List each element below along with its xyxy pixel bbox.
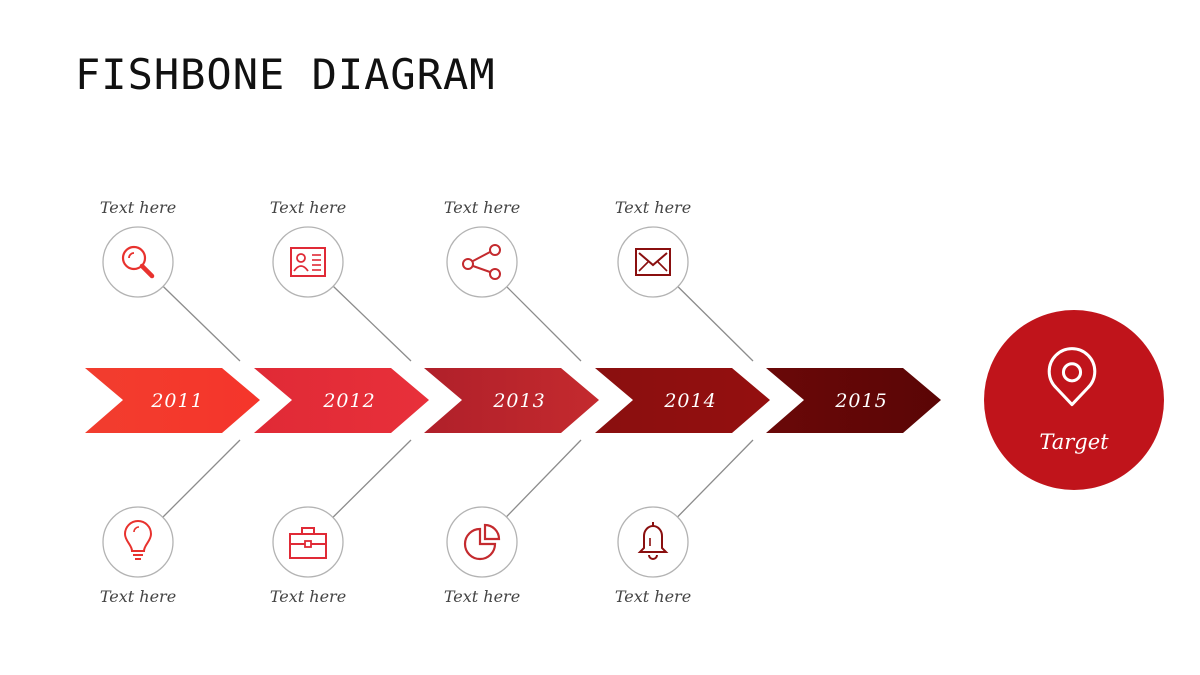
mail-icon [635,248,671,276]
fishbone-connector [677,439,754,518]
top-node-2: Text here [270,198,346,298]
node-caption: Text here [270,198,346,217]
timeline-year-label: 2013 [492,390,545,412]
node-caption: Text here [615,587,691,606]
top-node-1: Text here [100,198,176,298]
timeline-segment-2013 [424,368,599,433]
node-caption: Text here [444,198,520,217]
node-caption: Text here [615,198,691,217]
timeline-year-label: 2011 [150,390,203,412]
bottom-node-4: Text here [615,506,691,606]
timeline-year-label: 2015 [834,390,887,412]
bell-icon [637,522,669,560]
target-label: Target [1039,430,1109,454]
timeline-segment-2012 [254,368,429,433]
fishbone-connector [677,286,754,362]
search-icon [121,245,155,279]
node-caption: Text here [100,587,176,606]
bottom-node-1: Text here [100,506,176,606]
pie-chart-icon [463,523,501,561]
target-circle [984,310,1164,490]
target-node: Target [984,310,1164,490]
bottom-node-3: Text here [444,506,520,606]
top-node-4: Text here [615,198,691,298]
node-caption: Text here [444,587,520,606]
timeline-year-label: 2012 [322,390,375,412]
timeline-segment-2015 [766,368,941,433]
briefcase-icon [289,527,327,559]
top-node-3: Text here [444,198,520,298]
share-icon [462,244,501,280]
page-title: FISHBONE DIAGRAM [75,50,496,99]
fishbone-connector [505,439,582,518]
node-caption: Text here [270,587,346,606]
fishbone-connector [332,285,412,362]
fishbone-connector [332,439,412,518]
timeline-segment-2011 [85,368,260,433]
lightbulb-icon [123,520,153,560]
fishbone-connector [506,286,582,362]
node-caption: Text here [100,198,176,217]
id-card-icon [290,247,326,277]
location-pin-icon [1047,347,1097,407]
timeline-spine: 2011 2012 2013 2014 2015 [85,368,941,433]
fishbone-connectors [162,285,754,518]
timeline-year-label: 2014 [663,390,716,412]
bottom-node-2: Text here [270,506,346,606]
timeline-segment-2014 [595,368,770,433]
fishbone-connector [162,439,241,518]
fishbone-connector [162,285,241,362]
